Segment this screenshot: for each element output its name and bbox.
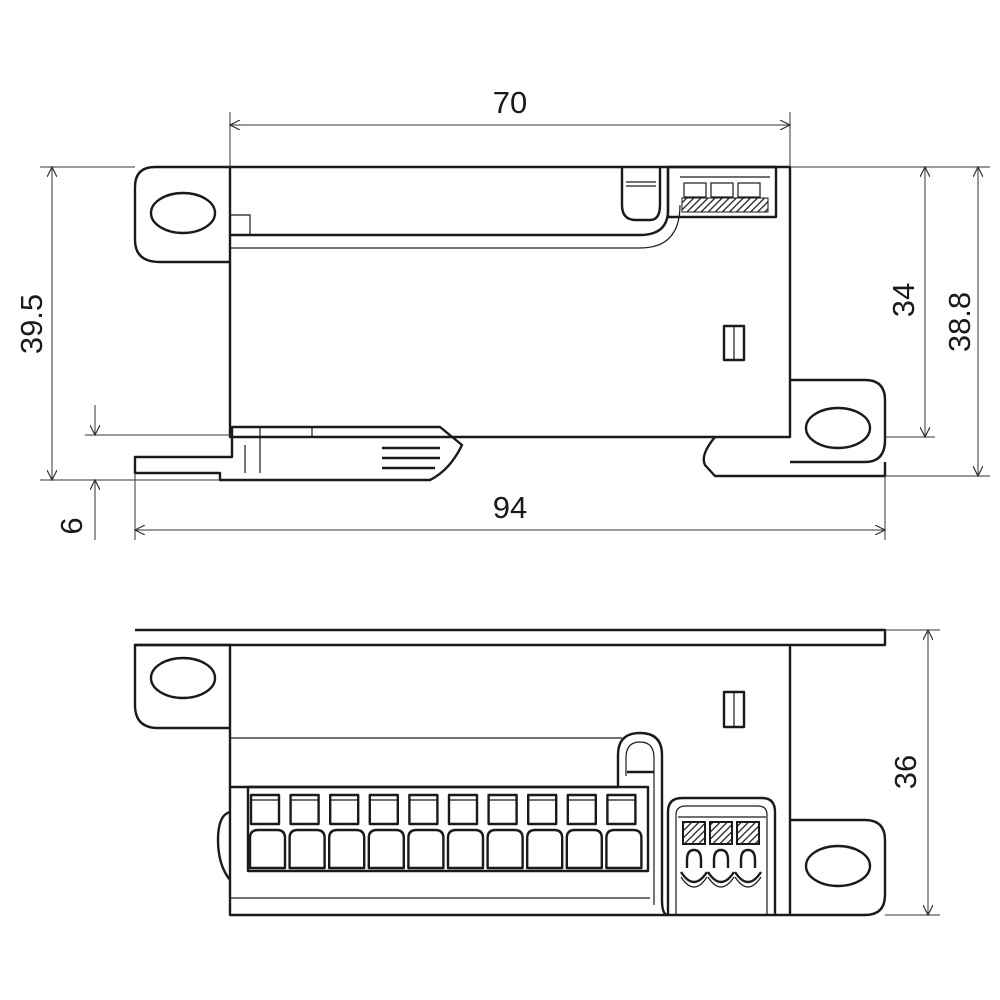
dimension-label-36: 36 [888, 755, 923, 789]
right-mounting-ear-bottom [790, 818, 887, 917]
terminal-3 [328, 793, 366, 870]
rail-notch [230, 214, 251, 235]
small-terminal-2 [706, 821, 736, 888]
cable-hook [616, 731, 669, 917]
terminal-5 [407, 793, 445, 870]
terminal-push-button [288, 828, 326, 870]
rail-shadow-line [230, 204, 681, 249]
terminal-push-button [446, 828, 485, 870]
top-rail [133, 628, 887, 647]
terminal-7 [486, 793, 524, 870]
terminal-push-button [486, 828, 524, 870]
top-view: 70 39.5 6 94 34 38.8 [14, 85, 990, 540]
right-mounting-ear [790, 378, 887, 464]
right-mounting-slot [804, 406, 872, 450]
right-foot [702, 436, 887, 478]
dimension-label-70: 70 [493, 85, 527, 120]
terminal-8 [526, 793, 564, 870]
dimension-label-94: 94 [493, 490, 527, 525]
side-latch [216, 810, 231, 881]
terminal-push-button [328, 828, 366, 870]
terminal-strip [246, 785, 650, 873]
dimension-label-6: 6 [54, 517, 89, 534]
housing-body-bottom [228, 643, 792, 917]
terminal-push-button [407, 828, 445, 870]
dimension-lines-top [40, 112, 990, 540]
bottom-view: 36 [133, 628, 940, 917]
terminal-2 [288, 793, 326, 870]
dimension-label-34: 34 [886, 283, 921, 317]
terminal-push-button [367, 828, 405, 870]
small-terminal-block [666, 796, 777, 915]
terminal-push-button [526, 828, 564, 870]
terminal-4 [367, 793, 405, 870]
top-terminal-block [620, 165, 778, 222]
terminal-row [248, 793, 643, 870]
terminal-1 [248, 793, 287, 870]
top-rail-edge [230, 167, 670, 237]
cable-hook-inner [625, 741, 655, 905]
terminal-10 [605, 793, 643, 870]
dimension-label-38-8: 38.8 [942, 292, 977, 352]
terminal-push-button [605, 828, 643, 870]
small-terminal-1 [679, 821, 709, 888]
terminal-push-button [565, 828, 603, 870]
right-mounting-slot-bottom [804, 844, 872, 888]
left-mounting-slot [149, 191, 217, 235]
left-mounting-ear [133, 165, 230, 264]
terminal-6 [446, 793, 485, 870]
terminal-9 [565, 793, 603, 870]
dimension-lines-bottom [885, 630, 940, 915]
left-mounting-ear-bottom [133, 643, 230, 730]
small-terminal-3 [733, 821, 763, 888]
housing-body [228, 165, 792, 439]
left-mounting-slot-bottom [149, 656, 217, 700]
terminal-push-button [248, 828, 287, 870]
dimension-label-39-5: 39.5 [14, 294, 49, 354]
